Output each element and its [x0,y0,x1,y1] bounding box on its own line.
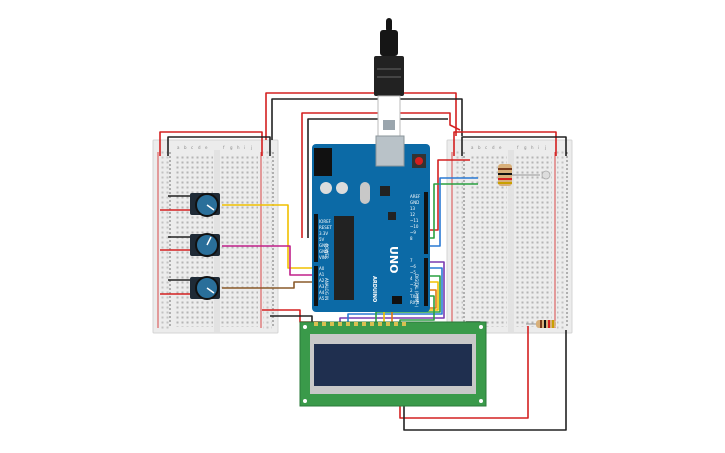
col-letter: g [524,145,527,150]
col-letter: g [230,145,233,150]
pin-label: A4 [319,290,325,295]
col-letter: j [250,145,252,150]
arduino-uno-board[interactable]: ARDUINO UNO POWER ANALOG IN DIGITAL (PWM… [312,135,430,312]
analog-pin-labels: A0 A1 A2 A3 A4 A5 [319,266,325,301]
wire-blue [347,267,443,326]
wire-magenta [222,245,318,276]
col-letter: b [478,145,481,150]
pin-label: RESET [319,225,332,230]
col-letter: h [237,145,240,150]
wire-black [307,118,448,238]
wire-red [399,326,529,419]
pin-label: IOREF [319,219,332,224]
power-label: POWER [324,244,329,259]
pin-label: 13 [410,206,416,211]
col-letter: f [517,145,519,150]
wire-brown [222,281,318,289]
wire-black [271,98,463,140]
col-letter: c [191,145,193,150]
wire-black [403,330,567,431]
wire-blue [426,177,478,247]
pin-label: 4 [410,276,413,281]
potentiometer-icon[interactable] [190,276,220,300]
pin-label: ~9 [410,230,416,235]
wire-red [265,92,457,140]
pin-label: 5V [319,237,325,242]
pin-label: 7 [410,258,413,263]
power-pin-labels: IOREF RESET 3.3V 5V GND GND VIN [319,219,332,260]
lcd-display-icon[interactable] [299,321,487,407]
resistor-icon[interactable] [498,164,540,186]
col-letter: a [177,145,180,150]
col-letter: i [244,145,245,150]
pin-label: ~10 [410,224,419,229]
pin-label: 2 [410,288,413,293]
pin-label: A3 [319,284,325,289]
pin-label: ~5 [410,270,416,275]
wire-black [461,136,567,156]
wire-yellow [383,281,439,326]
pin-label: GND [319,249,328,254]
pin-label: ~6 [410,264,416,269]
model-label: UNO [387,246,400,274]
pin-label: 8 [410,236,413,241]
wire-purple [339,261,445,326]
pin-label: A1 [319,272,325,277]
pin-label: ~11 [410,218,419,223]
pin-label: A5 [319,296,325,301]
col-letter: b [184,145,187,150]
col-letter: a [471,145,474,150]
digital-pin-labels: AREF GND 13 12 ~11 ~10 ~9 8 7 ~6 ~5 4 ~3… [409,194,421,305]
led-icon[interactable] [541,170,551,180]
col-letter: d [198,145,201,150]
wire-red [453,131,557,156]
wire-green [375,275,441,326]
col-letter: h [531,145,534,150]
pin-label: AREF [410,194,421,199]
pin-label: VIN [319,255,326,260]
wire-black [167,136,271,156]
pin-label: RX 0 [410,300,420,305]
pin-label: A2 [319,278,325,283]
resistor-icon[interactable] [526,320,556,328]
col-letter: j [544,145,546,150]
brand-label: ARDUINO [371,276,377,302]
col-letter: f [223,145,225,150]
col-letter: d [492,145,495,150]
breadboard-right-letters: a b c d e f g h i j [471,145,546,150]
wire-orange [391,289,437,326]
potentiometer-icon[interactable] [190,233,220,257]
wires [159,92,567,431]
pin-label: 12 [410,212,416,217]
col-letter: i [538,145,539,150]
breadboard-left-letters: a b c d e f g h i j [177,145,252,150]
analog-label: ANALOG IN [324,278,329,300]
digital-label: DIGITAL (PWM~) [414,274,419,308]
potentiometer-icon[interactable] [190,193,220,217]
wire-red [301,112,461,238]
pin-label: TX 1 [409,294,419,299]
wire-yellow [222,204,318,269]
usb-cable-icon[interactable] [374,18,404,137]
pin-label: ~3 [410,282,416,287]
breadboard-right: a b c d e f g h i j [446,139,573,334]
wire-red [159,131,263,156]
col-letter: c [485,145,487,150]
pin-label: GND [319,243,328,248]
pin-label: 3.3V [319,231,328,236]
pin-label: A0 [319,266,325,271]
pin-label: GND [410,200,419,205]
col-letter: e [499,145,502,150]
wire-red [426,159,470,231]
col-letter: e [205,145,208,150]
